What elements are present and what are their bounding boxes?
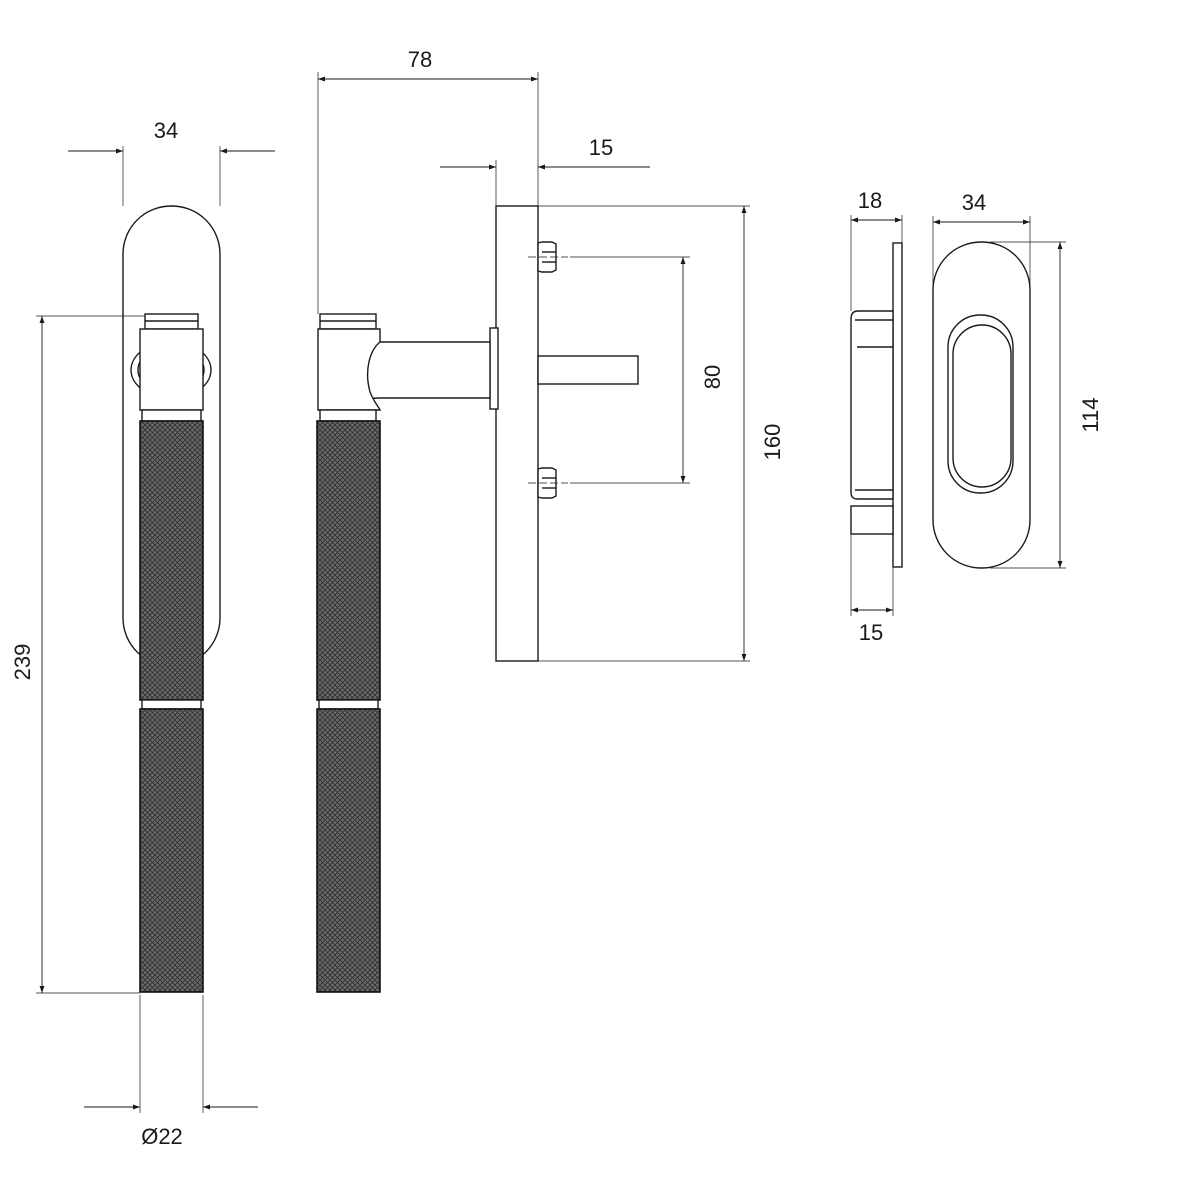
side-hub (317, 328, 382, 411)
screw-spacing-dimension: 80 (570, 256, 725, 484)
side-grip-upper (316, 420, 381, 701)
flush-pull-recess (947, 314, 1014, 494)
flush-pull-flange (892, 242, 903, 568)
front-diameter-label: Ø22 (141, 1124, 183, 1149)
backplate-height-label: 160 (760, 424, 785, 461)
pull-height-label: 114 (1078, 397, 1103, 432)
rose-thickness-dimension: 15 (440, 135, 650, 206)
front-hub (139, 328, 204, 411)
screw-bottom (528, 467, 568, 499)
screw-spacing-label: 80 (700, 365, 725, 389)
flush-pull-recess-inner (952, 324, 1012, 488)
flush-pull-tab (850, 505, 894, 535)
pull-depth-dimension: 18 (850, 188, 903, 311)
front-width-dimension: 34 (68, 118, 275, 206)
flush-pull-side (850, 242, 903, 568)
backplate-height-dimension: 160 (538, 205, 785, 662)
side-spindle (537, 355, 639, 385)
front-grip-gap (141, 699, 202, 710)
front-height-label: 239 (10, 644, 35, 681)
front-hub-ring (141, 409, 202, 422)
cup-depth-dimension: 15 (850, 534, 894, 645)
side-view (316, 205, 639, 993)
front-grip-lower (139, 708, 204, 993)
side-hub-ring (319, 409, 377, 422)
side-grip-gap (318, 699, 379, 710)
flush-pull-cup (850, 310, 894, 500)
rose-thickness-label: 15 (589, 135, 613, 160)
front-width-label: 34 (154, 118, 178, 143)
pull-width-dimension: 34 (932, 190, 1031, 290)
flush-pull-front (932, 241, 1031, 569)
side-backplate (495, 205, 539, 662)
cup-depth-label: 15 (859, 620, 883, 645)
screw-top (528, 241, 568, 273)
projection-label: 78 (408, 47, 432, 72)
front-grip-upper (139, 420, 204, 701)
front-height-dimension: 239 (10, 315, 145, 994)
projection-dimension: 78 (317, 47, 539, 314)
front-diameter-dimension: Ø22 (84, 995, 258, 1149)
side-grip-lower (316, 708, 381, 993)
pull-height-dimension: 114 (990, 241, 1103, 569)
pull-width-label: 34 (962, 190, 986, 215)
pull-depth-label: 18 (858, 188, 882, 213)
front-view (122, 205, 221, 993)
side-rose-collar (489, 327, 499, 410)
